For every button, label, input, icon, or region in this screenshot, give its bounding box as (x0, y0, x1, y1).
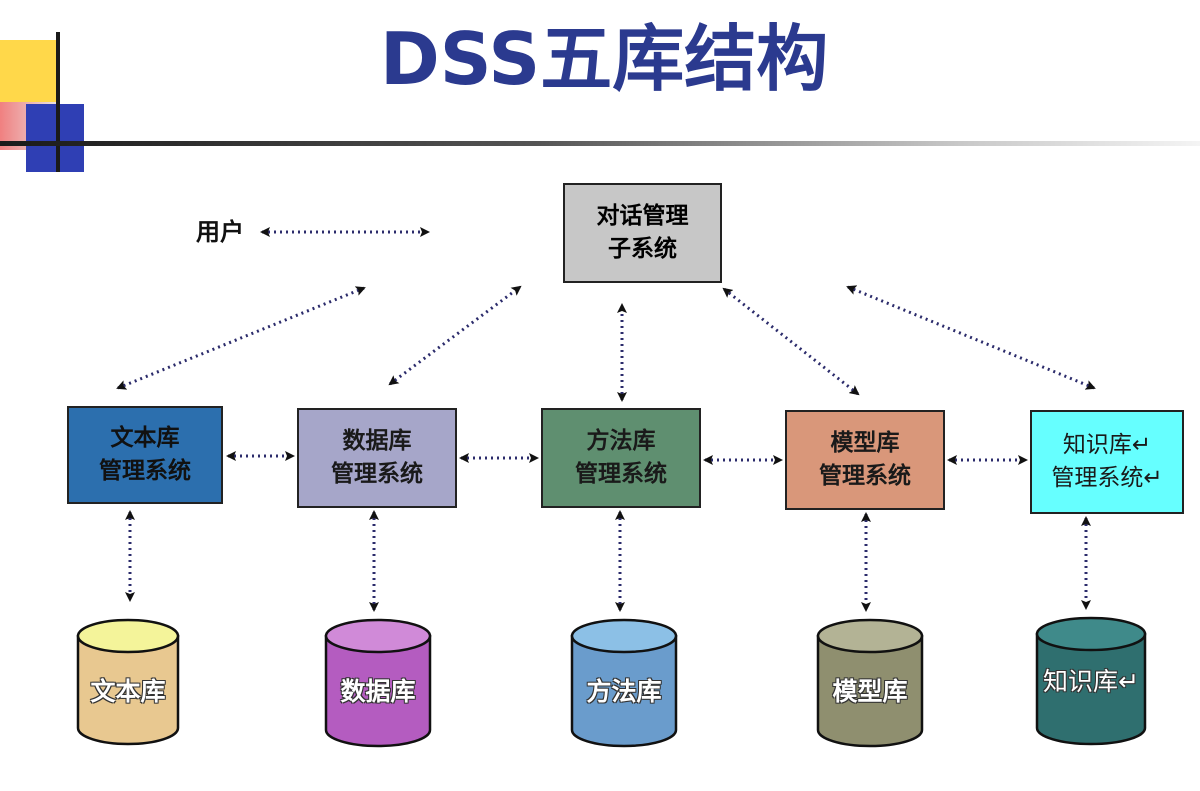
database-cylinder-3 (570, 618, 678, 748)
model-base-dialog-connector (722, 287, 860, 396)
database-cylinder-4 (816, 618, 924, 748)
model-base-management-label: 模型库 管理系统 (819, 430, 911, 489)
method-base-management-label: 方法库 管理系统 (575, 428, 667, 487)
page-title: DSS五库结构 (380, 17, 829, 101)
text-base-cylinder-label: 文本库 (90, 677, 166, 706)
title-divider (0, 141, 1200, 146)
knowledge-base-management-label: 知识库↵ 管理系统↵ (1051, 432, 1163, 491)
database-management-box: 数据库 管理系统 (297, 408, 457, 508)
knowledge-base-management-box: 知识库↵ 管理系统↵ (1030, 410, 1184, 514)
text-base-management-box: 文本库 管理系统 (67, 406, 223, 504)
model-base-cylinder-label: 模型库 (832, 677, 908, 706)
knowledge-base-cylinder-label: 知识库↵ (1043, 667, 1139, 696)
user-label: 用户 (196, 218, 244, 246)
deco-blue-square (26, 104, 84, 172)
deco-vertical-line (56, 32, 60, 172)
database-management-label: 数据库 管理系统 (331, 428, 423, 487)
text-base-dialog-connector (116, 286, 366, 390)
model-base-management-box: 模型库 管理系统 (785, 410, 945, 510)
text-base-management-label: 文本库 管理系统 (99, 425, 191, 484)
method-base-management-box: 方法库 管理系统 (541, 408, 701, 508)
deco-yellow-square (0, 40, 56, 102)
dialog-management-label: 对话管理 子系统 (596, 203, 689, 262)
knowledge-base-dialog-connector (846, 285, 1096, 390)
database-dialog-connector (388, 285, 522, 386)
database-cylinder-1 (76, 618, 180, 746)
method-base-cylinder-label: 方法库 (586, 677, 662, 706)
database-cylinder-5 (1035, 616, 1147, 746)
database-cylinder-label: 数据库 (340, 677, 416, 706)
database-cylinder-2 (324, 618, 432, 748)
dialog-management-box: 对话管理 子系统 (563, 183, 722, 283)
